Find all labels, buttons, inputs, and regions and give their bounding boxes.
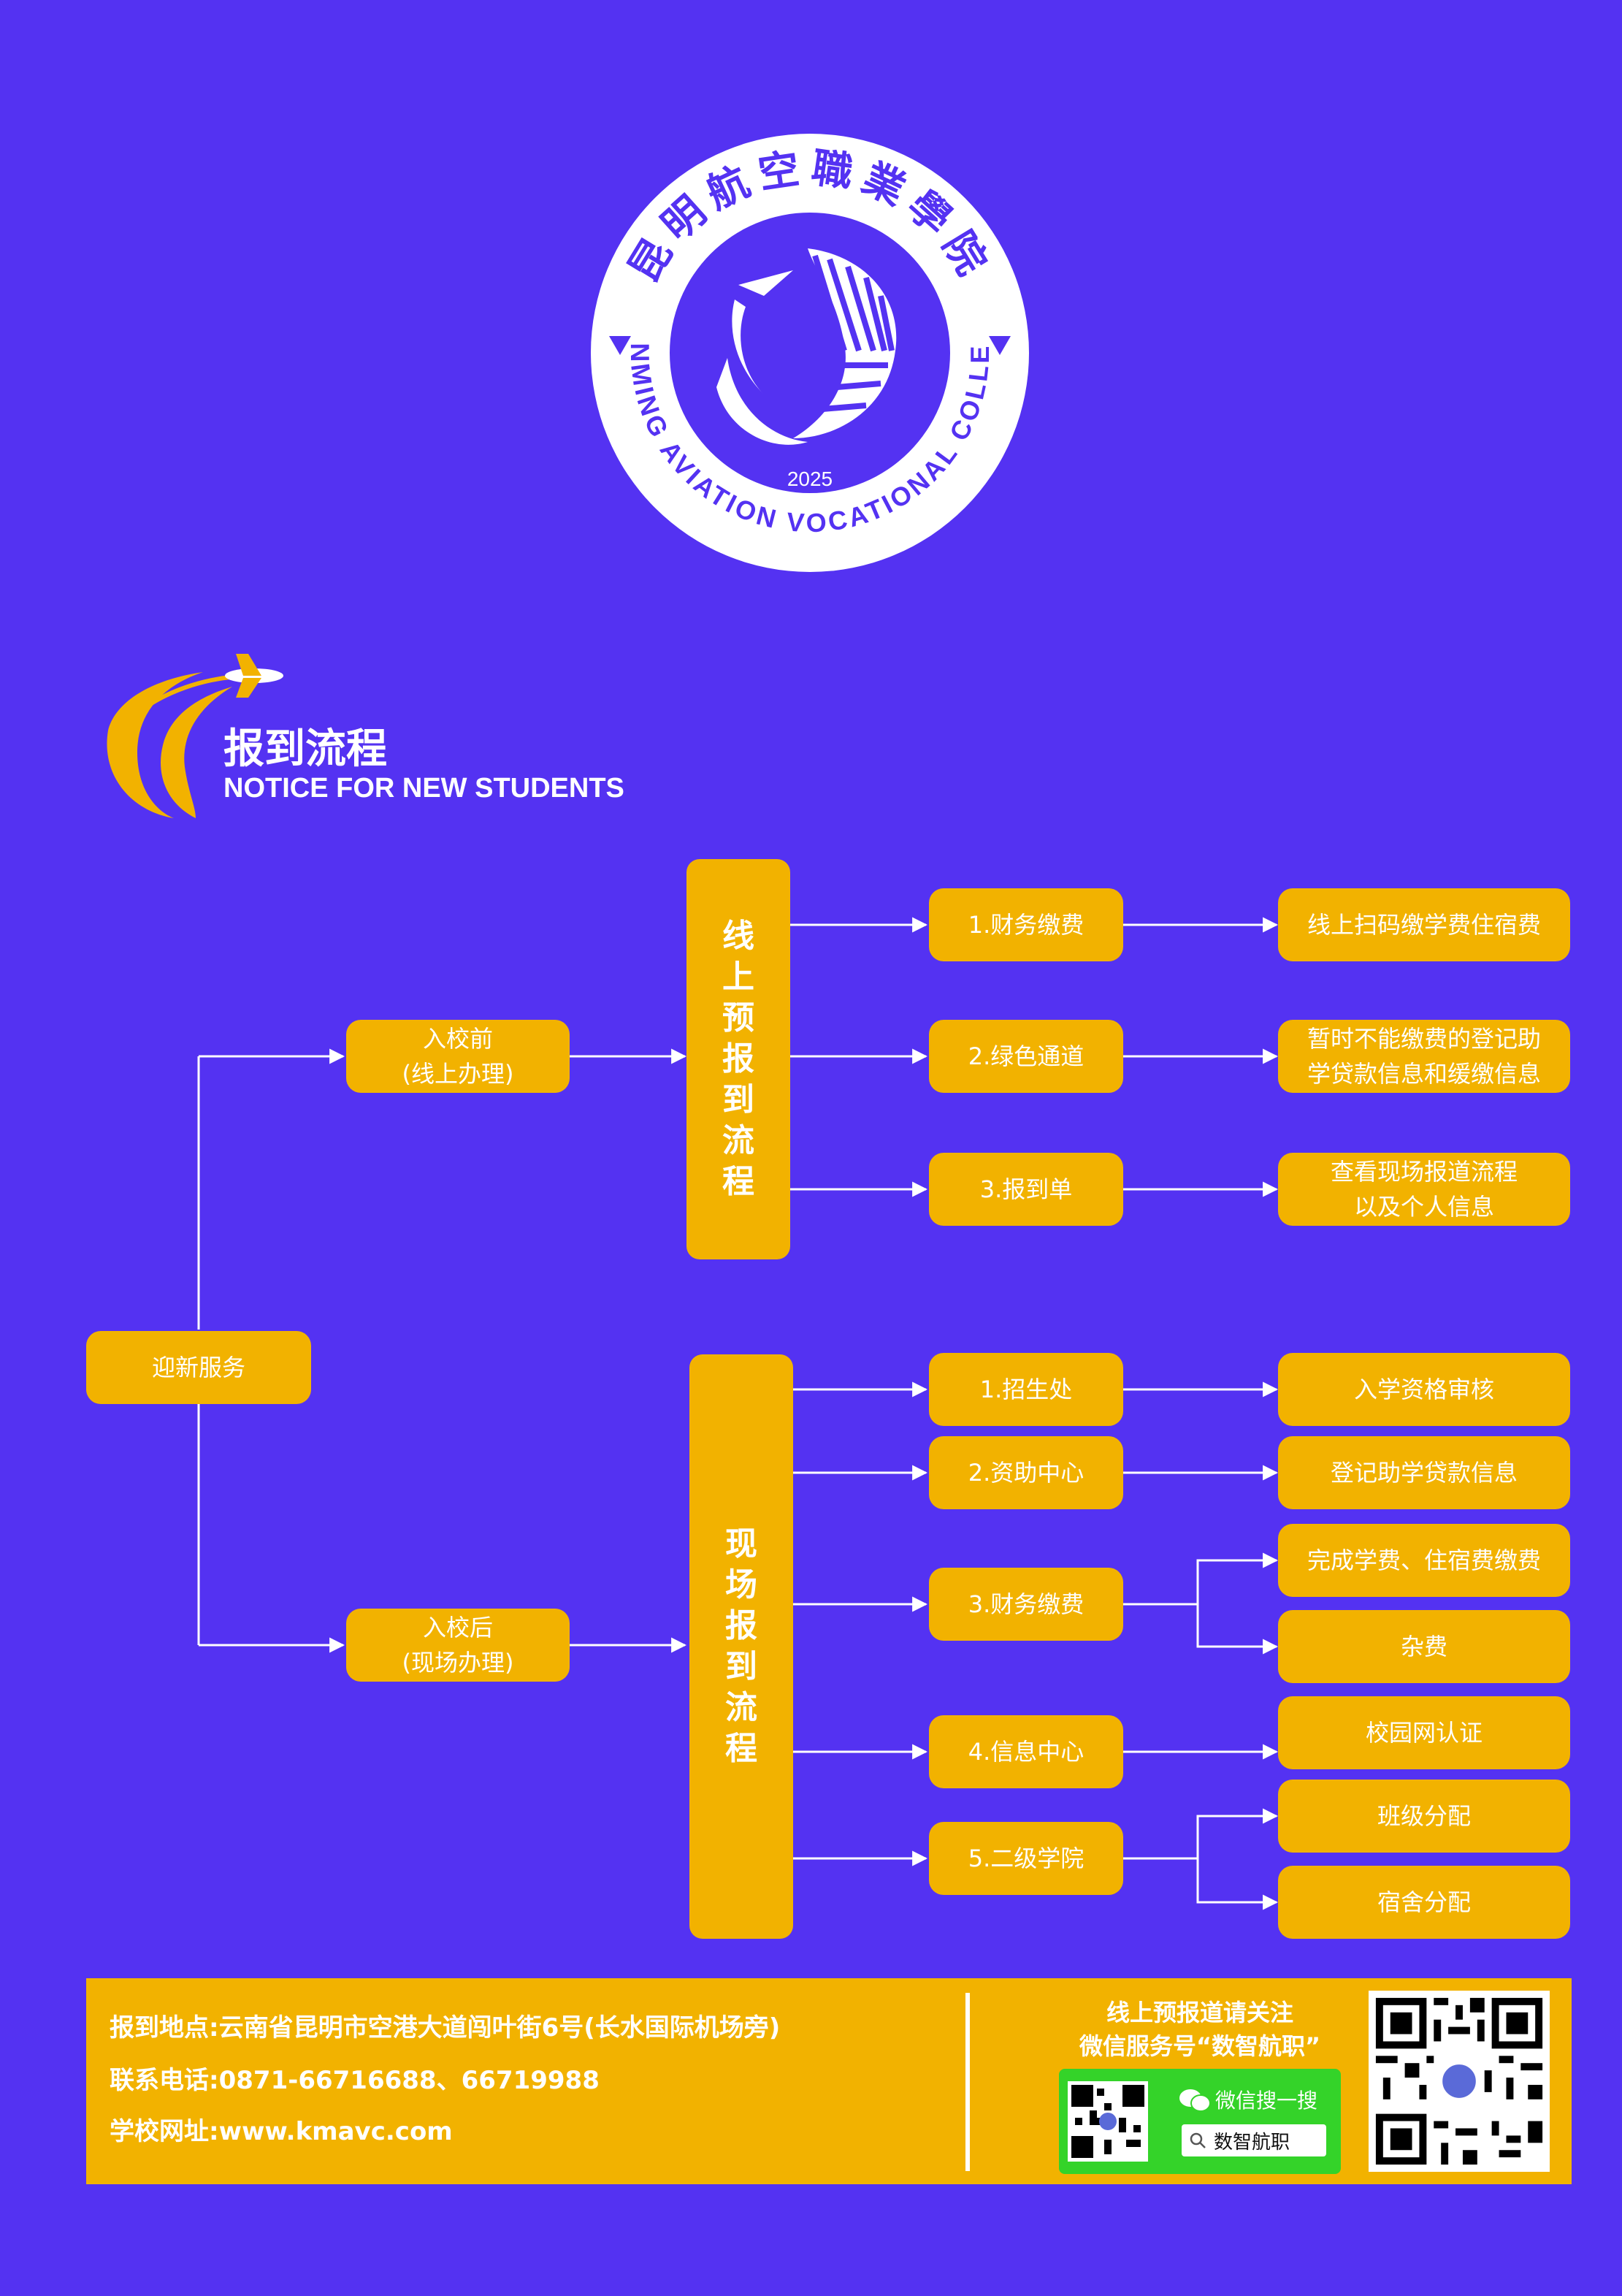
footer-website[interactable]: 学校网址:www.kmavc.com bbox=[110, 2117, 453, 2146]
wechat-search-card: 微信搜一搜 数智航职 bbox=[1059, 2069, 1341, 2174]
small-qr-code-icon bbox=[1068, 2081, 1148, 2162]
after-line2: (现场办理) bbox=[402, 1649, 514, 1677]
section-title-en: NOTICE FOR NEW STUDENTS bbox=[223, 773, 624, 804]
connector-onsite-result7 bbox=[1196, 1858, 1279, 1910]
large-qr-code-icon bbox=[1369, 1991, 1550, 2172]
onsite-result-dorm: 宿舍分配 bbox=[1278, 1866, 1570, 1939]
search-icon bbox=[1190, 2132, 1206, 2148]
wechat-icon bbox=[1179, 2089, 1211, 2112]
logo-year: 2025 bbox=[787, 468, 833, 490]
wechat-search-label: 微信搜一搜 bbox=[1215, 2089, 1318, 2113]
root-node: 迎新服务 bbox=[86, 1331, 311, 1404]
before-enrollment-node: 入校前 (线上办理) bbox=[346, 1020, 570, 1093]
college-logo: 昆明航空職業學院 KUNMING AVIATION VOCATIONAL COL… bbox=[589, 131, 1029, 572]
after-enrollment-node: 入校后 (现场办理) bbox=[346, 1609, 570, 1682]
footer-divider bbox=[965, 1993, 970, 2171]
onsite-result-eligibility: 入学资格审核 bbox=[1278, 1353, 1570, 1426]
online-step-registration-form: 3.报到单 bbox=[929, 1153, 1123, 1226]
footer-address: 报到地点:云南省昆明市空港大道闯叶街6号(长水国际机场旁) bbox=[110, 2013, 781, 2043]
online-process-title: 线 上 预 报 到 流 程 bbox=[686, 859, 790, 1259]
onsite-step-finance: 3.财务缴费 bbox=[929, 1568, 1123, 1641]
footer-follow-line1: 线上预报道请关注 bbox=[1106, 1999, 1293, 2026]
before-line2: (线上办理) bbox=[402, 1060, 514, 1088]
onsite-result-tuition: 完成学费、住宿费缴费 bbox=[1278, 1524, 1570, 1597]
online-step-green-channel: 2.绿色通道 bbox=[929, 1020, 1123, 1093]
wechat-search-term: 数智航职 bbox=[1214, 2132, 1290, 2154]
online-result-2: 暂时不能缴费的登记助 学贷款信息和缓缴信息 bbox=[1278, 1020, 1570, 1093]
online-result-1: 线上扫码缴学费住宿费 bbox=[1278, 888, 1570, 961]
onsite-step-info-center: 4.信息中心 bbox=[929, 1715, 1123, 1788]
onsite-process-title: 现 场 报 到 流 程 bbox=[689, 1354, 793, 1939]
section-title-cn: 报到流程 bbox=[223, 725, 387, 773]
onsite-result-misc-fees: 杂费 bbox=[1278, 1610, 1570, 1683]
onsite-result-loan: 登记助学贷款信息 bbox=[1278, 1436, 1570, 1509]
onsite-step-college: 5.二级学院 bbox=[929, 1822, 1123, 1895]
after-line1: 入校后 bbox=[422, 1614, 493, 1641]
footer-phone: 联系电话:0871-66716688、66719988 bbox=[110, 2066, 600, 2095]
onsite-step-admissions: 1.招生处 bbox=[929, 1353, 1123, 1426]
wechat-search-input[interactable]: 数智航职 bbox=[1182, 2124, 1326, 2156]
airplane-swoosh-icon bbox=[107, 654, 283, 818]
connector-onsite-result3 bbox=[1123, 1552, 1279, 1606]
before-line1: 入校前 bbox=[422, 1025, 493, 1053]
root-label: 迎新服务 bbox=[151, 1354, 245, 1381]
onsite-result-class: 班级分配 bbox=[1278, 1780, 1570, 1853]
onsite-result-network: 校园网认证 bbox=[1278, 1696, 1570, 1769]
connector-onsite-result4 bbox=[1196, 1604, 1279, 1655]
online-result-3: 查看现场报道流程 以及个人信息 bbox=[1278, 1153, 1570, 1226]
connector-onsite-result6 bbox=[1123, 1808, 1279, 1860]
online-step-finance: 1.财务缴费 bbox=[929, 888, 1123, 961]
footer-info-panel: 报到地点:云南省昆明市空港大道闯叶街6号(长水国际机场旁) 联系电话:0871-… bbox=[86, 1978, 1572, 2184]
footer-follow-line2: 微信服务号“数智航职” bbox=[1079, 2032, 1321, 2060]
onsite-step-aid-center: 2.资助中心 bbox=[929, 1436, 1123, 1509]
